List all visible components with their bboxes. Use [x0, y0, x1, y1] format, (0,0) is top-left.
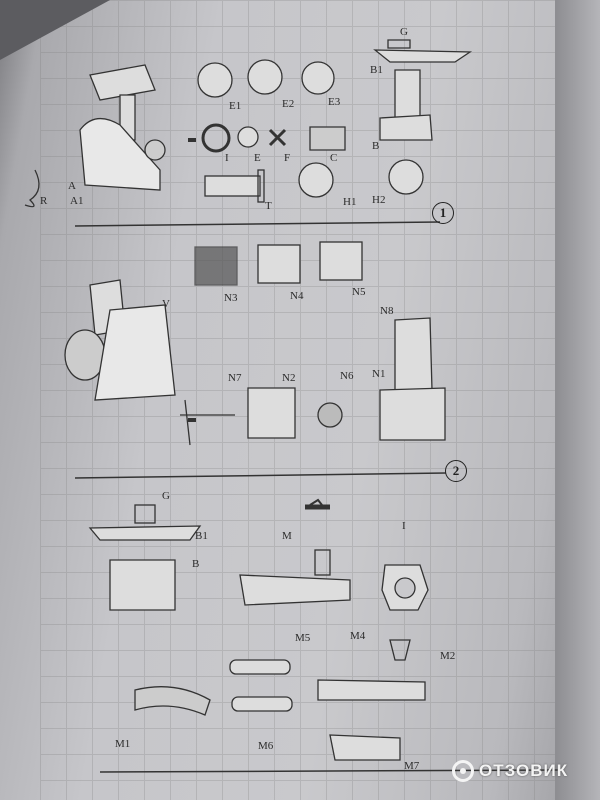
watermark-text: ОТЗОВИК [479, 761, 569, 780]
part-label: T [265, 200, 272, 212]
part-label: V [162, 298, 170, 310]
watermark: ОТЗОВИК [452, 760, 568, 782]
part-label: E [254, 152, 261, 164]
part-label: I [402, 520, 406, 532]
part-label: E3 [328, 96, 341, 108]
section-divider-3 [99, 769, 561, 773]
part-label: C [330, 152, 338, 164]
part-label: M [282, 530, 292, 542]
part-label: G [400, 26, 408, 38]
part-label: N1 [372, 368, 386, 380]
part-label: N3 [224, 292, 238, 304]
part-label: E2 [282, 98, 295, 110]
adjacent-page [555, 0, 600, 800]
part-label: F [284, 152, 291, 164]
part-label: M6 [258, 740, 274, 752]
part-label: R [40, 195, 48, 207]
part-label: B [372, 140, 380, 152]
part-label: G [162, 490, 170, 502]
part-label: I [225, 152, 229, 164]
juicer-attachment-drawing [88, 498, 429, 761]
part-label: N6 [340, 370, 354, 382]
part-label: B1 [370, 64, 383, 76]
part-label: M7 [404, 760, 420, 772]
part-label: M5 [295, 632, 311, 644]
section-divider-2 [74, 472, 447, 479]
section-number-badge: 2 [445, 460, 467, 482]
part-label: B [192, 558, 200, 570]
part-label: A1 [70, 195, 84, 207]
part-label: A [68, 180, 76, 192]
part-label: E1 [229, 100, 242, 112]
part-label: N8 [380, 305, 394, 317]
part-label: N7 [228, 372, 242, 384]
page-corner-shadow [0, 0, 110, 60]
otzovik-logo-icon [452, 760, 474, 782]
part-label: M2 [440, 650, 456, 662]
part-label: H2 [372, 194, 386, 206]
grater-attachment-drawing [64, 241, 446, 446]
part-label: M4 [350, 630, 366, 642]
meat-grinder-assembled-drawing [24, 64, 166, 208]
section-number-badge: 1 [432, 202, 454, 224]
section-divider-1 [74, 221, 441, 227]
part-label: H1 [343, 196, 357, 208]
part-label: N2 [282, 372, 296, 384]
part-label: B1 [195, 530, 208, 542]
part-label: N4 [290, 290, 304, 302]
grinder-parts-drawing [197, 39, 473, 203]
part-label: M1 [115, 738, 131, 750]
part-label: N5 [352, 286, 366, 298]
